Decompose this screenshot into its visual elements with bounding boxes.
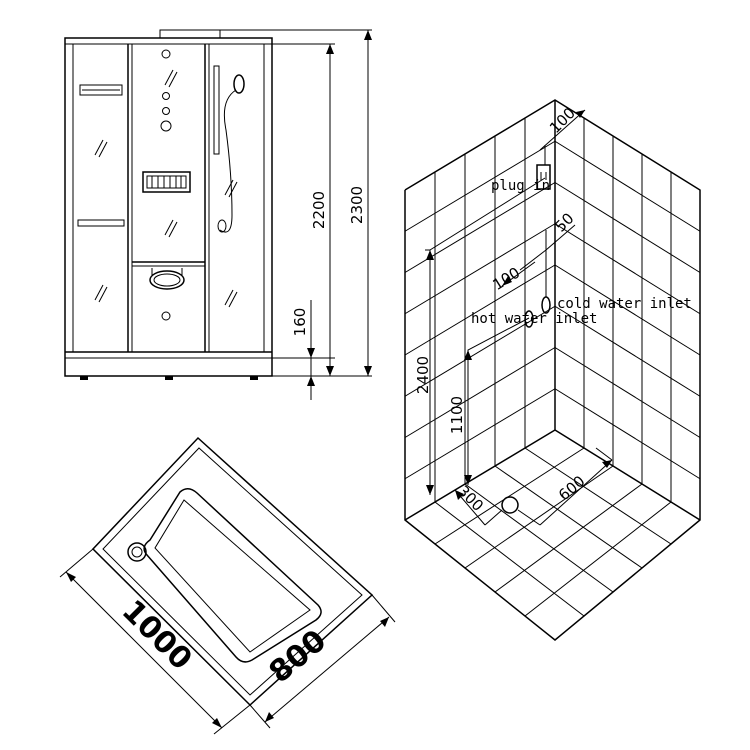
glass-reflection-marks: [94, 69, 238, 308]
tray-basin: [143, 488, 322, 663]
plug-socket-icon: [536, 164, 551, 190]
top-nozzle-icon: [161, 49, 171, 59]
shower-head-icon: [213, 65, 245, 233]
nozzle-icon: [160, 120, 172, 132]
dim-tray-length: 1000: [115, 593, 199, 677]
tray-dimension-lines: [59, 548, 396, 735]
dim-tray-width: 800: [263, 623, 333, 690]
hot-water-inlet-icon: [524, 310, 534, 328]
cabin-feet: [80, 376, 258, 380]
drain-icon: [127, 542, 147, 562]
seat-icon: [149, 268, 185, 290]
tile-grid: [404, 118, 701, 617]
dim-plug-offset: 100: [546, 104, 579, 137]
dim-inlet-height: 1100: [448, 396, 466, 434]
basket-shelf-icon: [79, 84, 123, 96]
dim-base-height: 160: [291, 308, 309, 337]
dim-cabin-height: 2200: [310, 191, 328, 229]
room-corner-isometric: plug in cold water inlet hot water inlet…: [404, 99, 701, 641]
dimension-lines: [220, 29, 372, 400]
roof-vent: [159, 29, 221, 39]
label-plug-in: plug in: [491, 178, 550, 194]
label-hot-water-inlet: hot water inlet: [471, 311, 597, 327]
control-panel-icon: [142, 171, 191, 193]
nozzle-icon: [162, 92, 170, 100]
dim-drain-y: 600: [555, 472, 589, 504]
dim-room-height: 2400: [414, 356, 432, 394]
dim-total-height: 2300: [348, 186, 366, 224]
front-view: 2300 2200 160: [64, 29, 372, 400]
lower-nozzle-icon: [161, 311, 171, 321]
cabin-outline: [64, 37, 273, 377]
shower-tray-plan: 1000 800: [59, 436, 396, 735]
label-cold-water-inlet: cold water inlet: [557, 296, 692, 312]
nozzle-icon: [162, 107, 170, 115]
floor-drain-icon: [501, 496, 519, 514]
room-dimension-lines: [425, 109, 613, 526]
towel-bar-icon: [77, 219, 125, 227]
